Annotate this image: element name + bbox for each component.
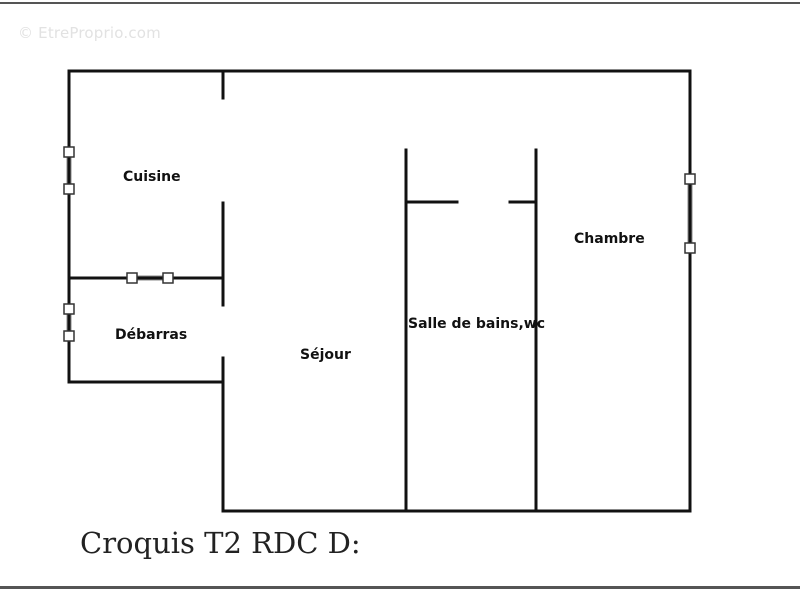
windows (63, 146, 696, 342)
walls (67, 69, 692, 513)
plan-caption: Croquis T2 RDC D: (80, 526, 361, 560)
frame-bottom-border (0, 586, 800, 589)
window-partition (126, 272, 174, 284)
room-label-cuisine: Cuisine (123, 169, 181, 185)
room-label-debarras: Débarras (115, 327, 187, 343)
room-label-salle-de-bains: Salle de bains,wc (408, 316, 545, 332)
room-label-sejour: Séjour (300, 347, 351, 363)
room-label-chambre: Chambre (574, 231, 645, 247)
frame-top-border (0, 2, 800, 4)
window-debarras (63, 303, 75, 342)
window-chambre (684, 173, 696, 254)
window-kitchen (63, 146, 75, 195)
watermark: © EtreProprio.com (18, 24, 161, 42)
